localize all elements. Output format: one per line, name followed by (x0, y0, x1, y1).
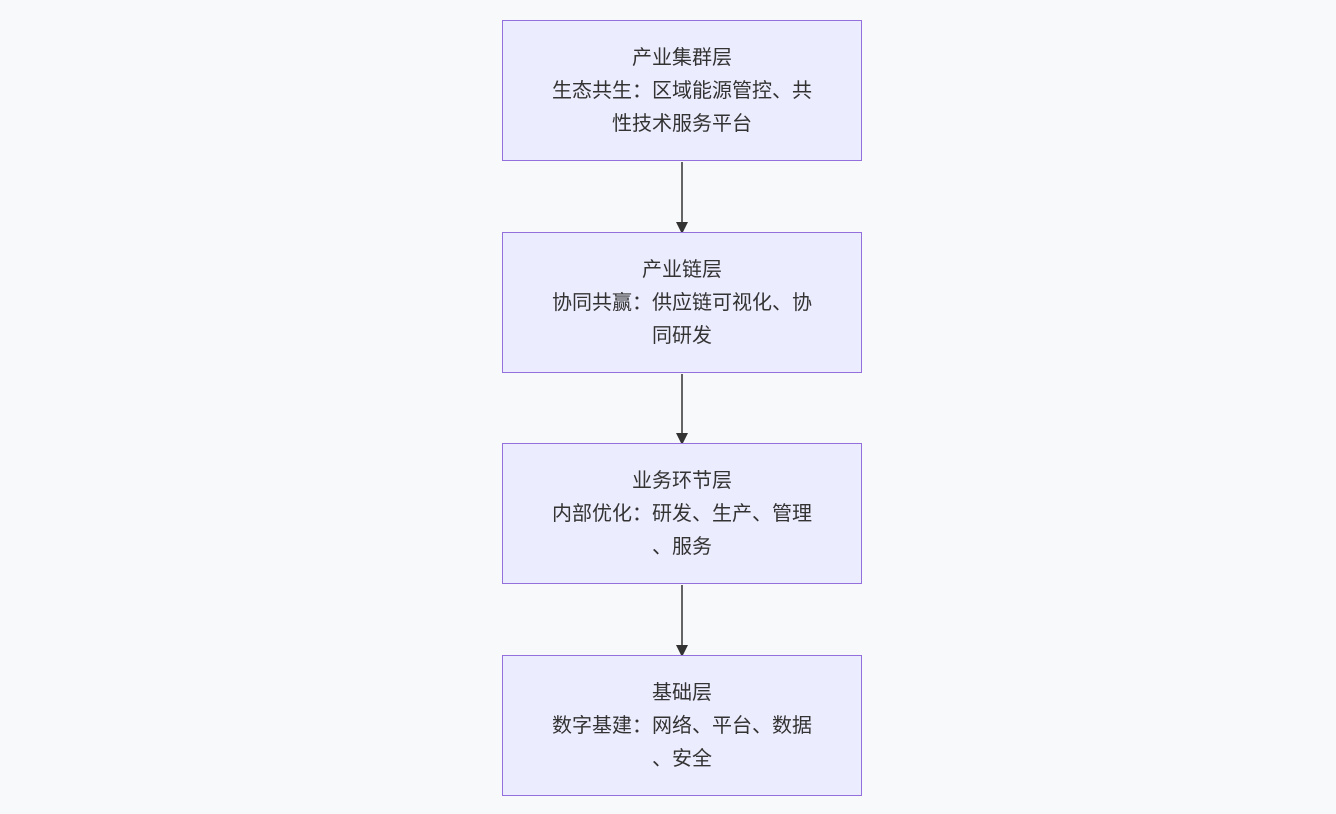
node-title: 产业集群层 (632, 45, 732, 69)
node-detail: 协同共赢：供应链可视化、协同研发 (552, 290, 812, 347)
node-chain-layer: 产业链层 协同共赢：供应链可视化、协同研发 (502, 232, 862, 373)
node-detail: 数字基建：网络、平台、数据、安全 (552, 713, 812, 770)
node-detail: 内部优化：研发、生产、管理、服务 (552, 501, 812, 558)
node-detail: 生态共生：区域能源管控、共性技术服务平台 (552, 78, 812, 135)
node-business-layer: 业务环节层 内部优化：研发、生产、管理、服务 (502, 443, 862, 584)
node-cluster-layer: 产业集群层 生态共生：区域能源管控、共性技术服务平台 (502, 20, 862, 161)
node-title: 基础层 (652, 680, 712, 704)
node-title: 业务环节层 (632, 468, 732, 492)
node-title: 产业链层 (642, 257, 722, 281)
node-base-layer: 基础层 数字基建：网络、平台、数据、安全 (502, 655, 862, 796)
